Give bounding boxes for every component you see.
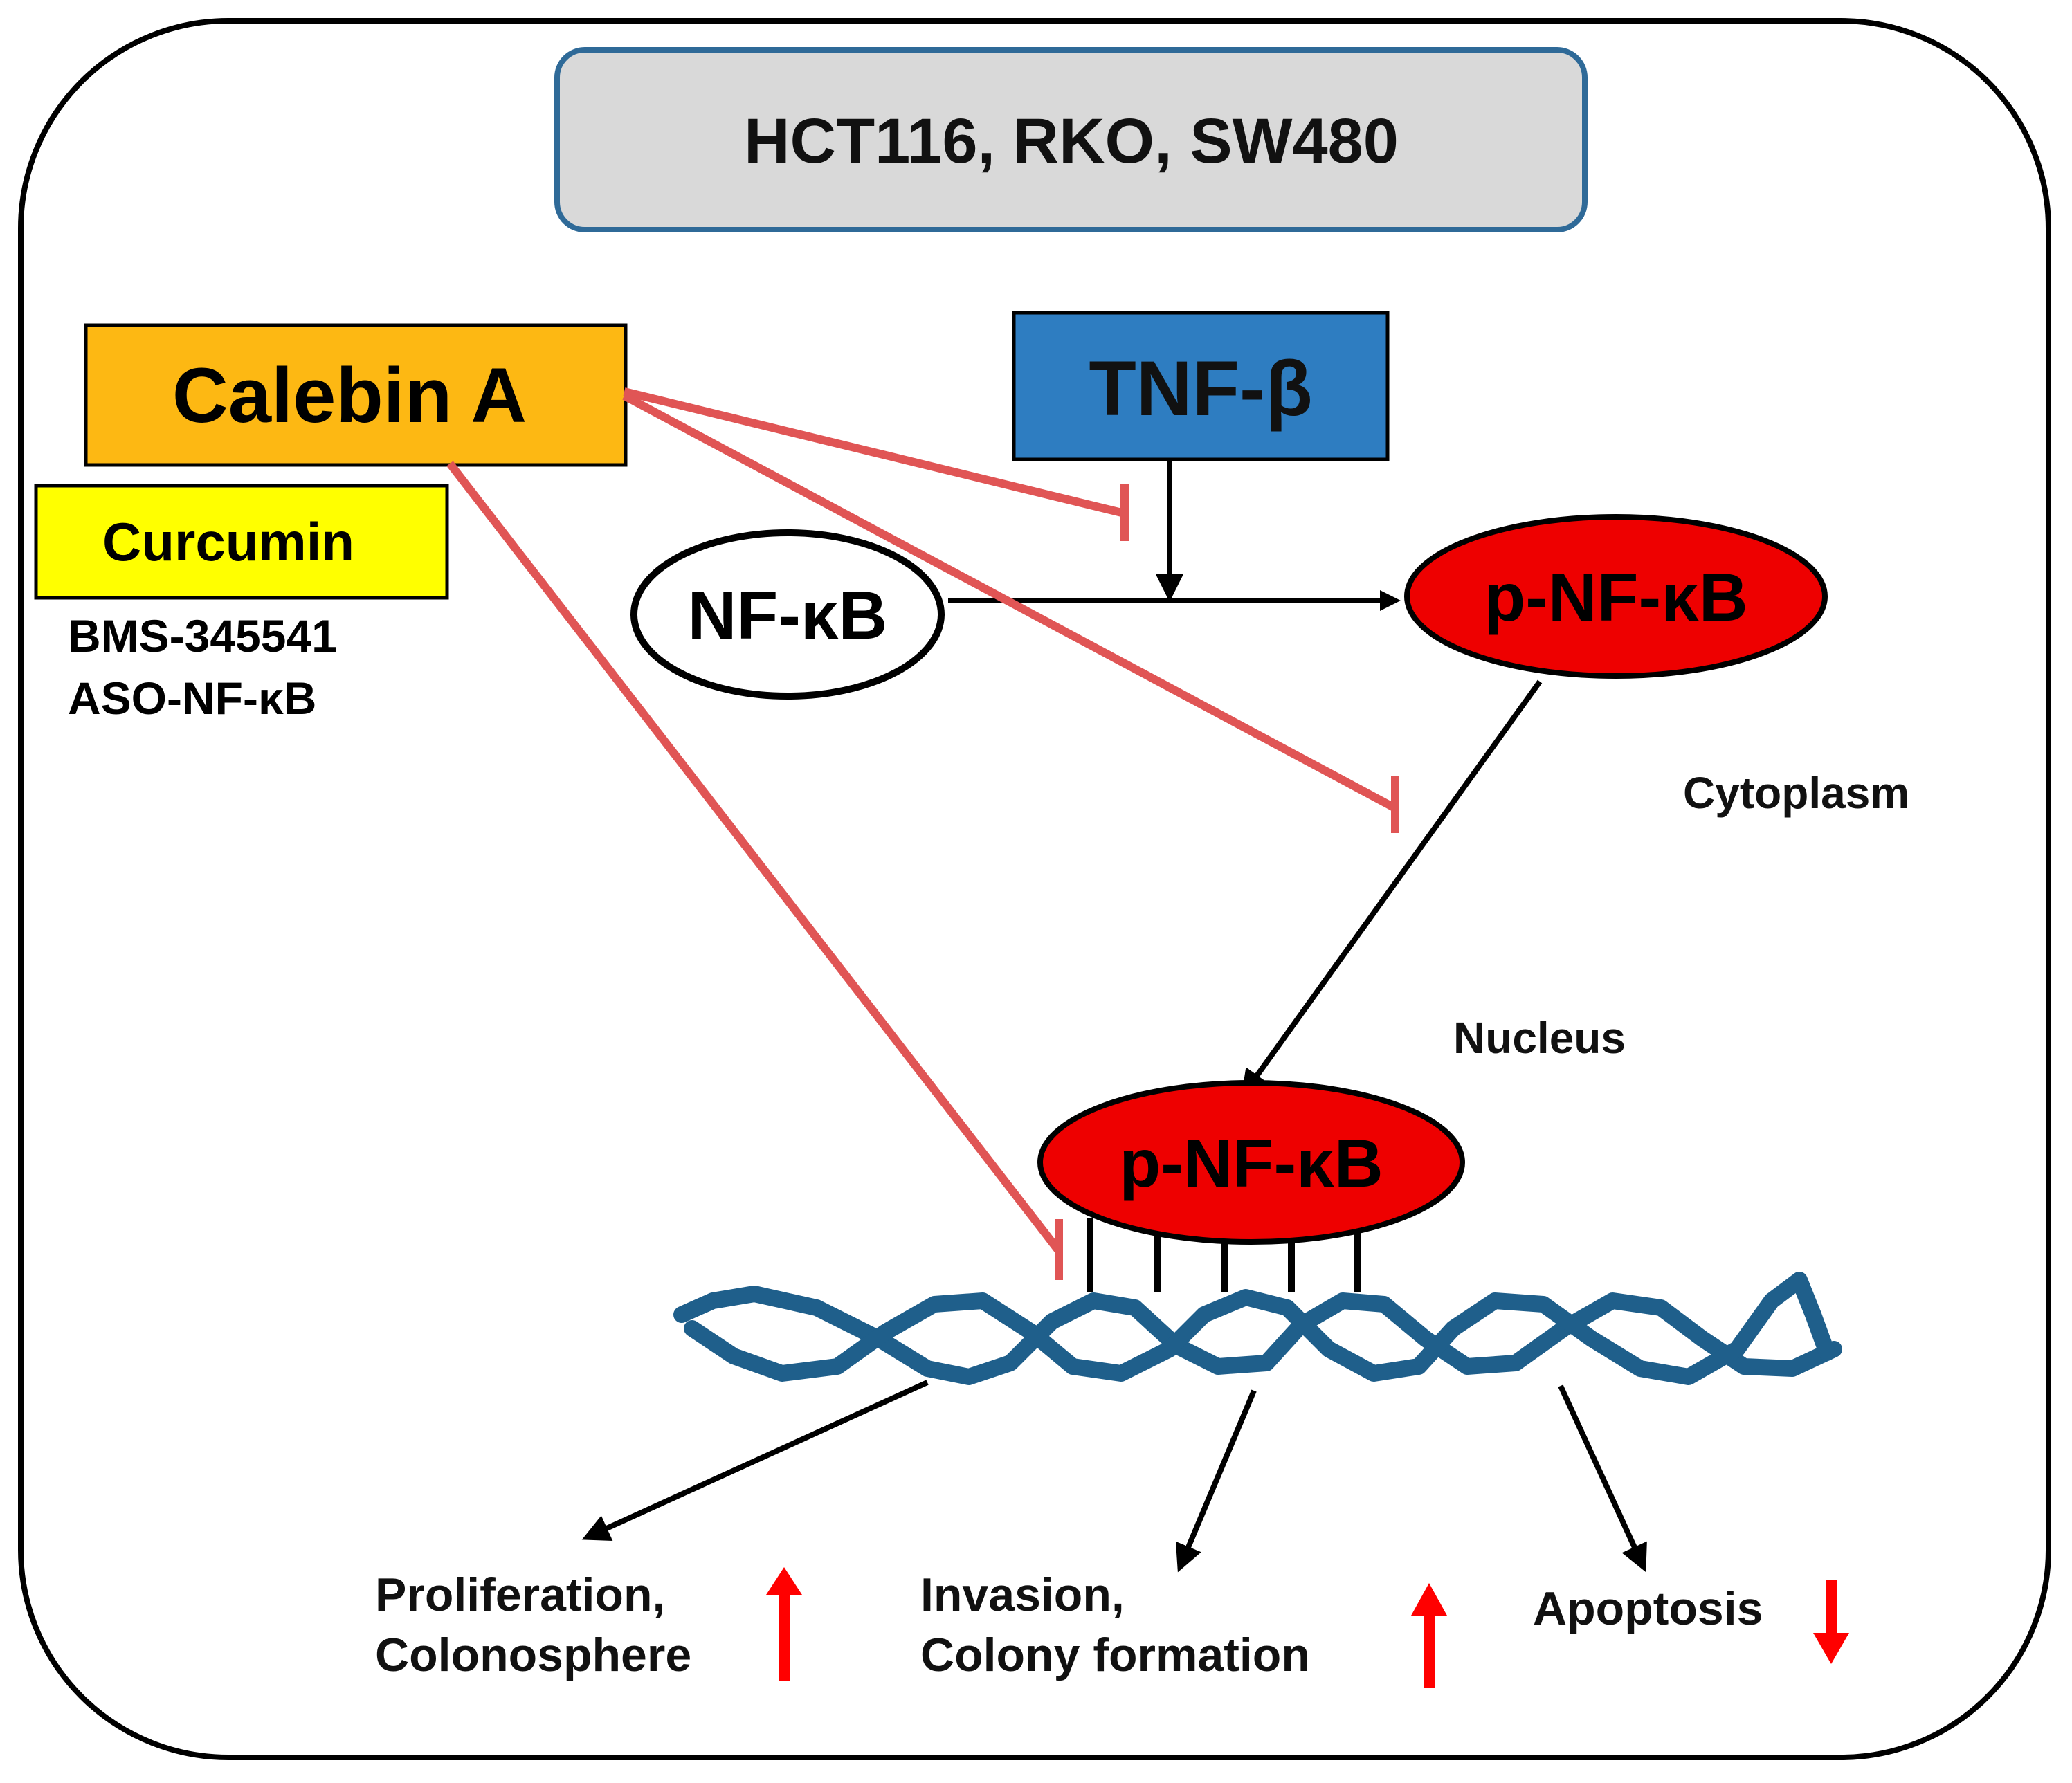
nucleus-label: Nucleus [1453, 1013, 1626, 1063]
cell-lines-box [554, 47, 1588, 232]
inhibitor-aso-label: ASO-NF-κB [68, 673, 316, 724]
invasion-label-2: Colony formation [920, 1629, 1310, 1681]
tnf-beta-label: TNF-β [1089, 345, 1312, 432]
proliferation-label-1: Proliferation, [375, 1569, 665, 1621]
proliferation-label-2: Colonosphere [375, 1629, 691, 1681]
calebin-a-box [84, 323, 628, 467]
nfkb-node [630, 529, 945, 700]
inhibition-lines [446, 387, 1399, 1280]
pnfkb-cytoplasm-label: p-NF-κB [1484, 559, 1747, 635]
invasion-up-arrow-icon [1411, 1583, 1447, 1688]
pnfkb-nucleus-node [1037, 1080, 1465, 1245]
cell-boundary [18, 18, 2051, 1760]
curcumin-box [34, 484, 449, 600]
proliferation-arrow [581, 1380, 929, 1541]
apoptosis-label: Apoptosis [1533, 1582, 1763, 1635]
nfkb-label: NF-κB [688, 577, 888, 653]
inhibition-dna-binding-line [446, 461, 1062, 1254]
proliferation-up-arrow-icon [766, 1567, 802, 1681]
apoptosis-down-arrow-icon [1813, 1580, 1849, 1664]
curcumin-label: Curcumin [102, 511, 354, 572]
pnfkb-cytoplasm-node [1404, 514, 1828, 679]
cytoplasm-label: Cytoplasm [1683, 768, 1909, 818]
pnfkb-nucleus-label: p-NF-κB [1119, 1125, 1383, 1201]
inhibition-tnf-line [623, 387, 1126, 518]
cell-lines-label: HCT116, RKO, SW480 [744, 106, 1399, 176]
calebin-a-label: Calebin A [172, 352, 527, 439]
inhibitor-bms-label: BMS-345541 [68, 610, 337, 661]
invasion-arrow [1175, 1389, 1257, 1573]
apoptosis-arrow [1558, 1384, 1647, 1573]
inhibition-translocation-line [622, 392, 1397, 812]
dna-helix-icon [673, 1272, 1842, 1385]
invasion-label-1: Invasion, [920, 1569, 1125, 1621]
nuclear-translocation-arrow [1241, 679, 1543, 1098]
tnf-beta-box [1012, 311, 1390, 461]
